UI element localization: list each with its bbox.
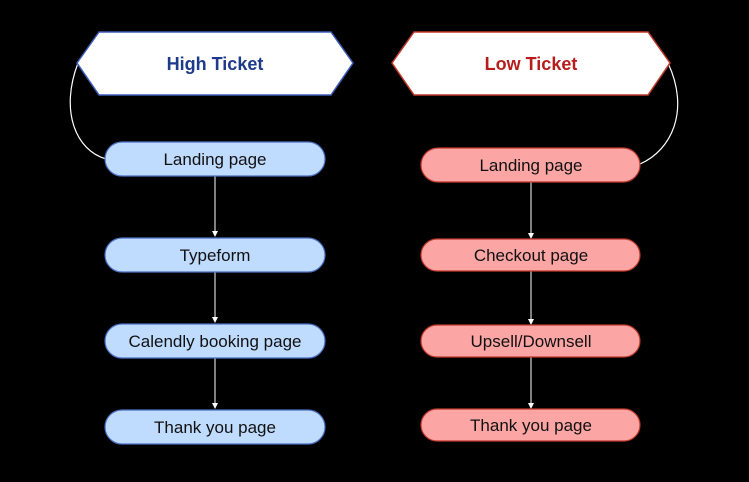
high-step-calendly-booking-page-label: Calendly booking page bbox=[129, 332, 302, 351]
high-ticket-header-shape bbox=[76, 31, 354, 96]
high-step-thank-you-page: Thank you page bbox=[104, 409, 326, 445]
low-step-upsell-downsell-label: Upsell/Downsell bbox=[471, 332, 592, 351]
low-step-landing-page-shape bbox=[420, 147, 641, 183]
low-step-checkout-page-label: Checkout page bbox=[474, 246, 588, 265]
high-step-calendly-booking-page: Calendly booking page bbox=[104, 323, 326, 359]
low-step-upsell-downsell-shape bbox=[420, 324, 641, 358]
low-header-connector bbox=[639, 62, 679, 165]
high-step-landing-page-label: Landing page bbox=[163, 150, 266, 169]
low-ticket-header-shape bbox=[391, 31, 671, 96]
low-step-landing-page: Landing page bbox=[420, 147, 641, 183]
high-step-typeform: Typeform bbox=[104, 237, 326, 273]
high-step-thank-you-page-label: Thank you page bbox=[154, 418, 276, 437]
high-step-calendly-booking-page-shape bbox=[104, 323, 326, 359]
low-step-checkout-page: Checkout page bbox=[420, 238, 641, 272]
low-step-thank-you-page-label: Thank you page bbox=[470, 416, 592, 435]
high-step-landing-page-shape bbox=[104, 141, 326, 177]
high-step-typeform-shape bbox=[104, 237, 326, 273]
high-ticket-column: High Ticket Landing page Typeform Calend… bbox=[69, 31, 354, 445]
low-ticket-header: Low Ticket bbox=[391, 31, 671, 96]
high-ticket-title: High Ticket bbox=[167, 54, 264, 74]
high-header-connector bbox=[69, 62, 107, 160]
low-step-landing-page-label: Landing page bbox=[479, 156, 582, 175]
high-step-typeform-label: Typeform bbox=[180, 246, 251, 265]
low-step-thank-you-page-shape bbox=[420, 408, 641, 442]
low-ticket-column: Low Ticket Landing page Checkout page Up… bbox=[391, 31, 679, 442]
low-step-checkout-page-shape bbox=[420, 238, 641, 272]
low-step-thank-you-page: Thank you page bbox=[420, 408, 641, 442]
high-step-thank-you-page-shape bbox=[104, 409, 326, 445]
low-ticket-title: Low Ticket bbox=[485, 54, 578, 74]
high-step-landing-page: Landing page bbox=[104, 141, 326, 177]
low-step-upsell-downsell: Upsell/Downsell bbox=[420, 324, 641, 358]
high-ticket-header: High Ticket bbox=[76, 31, 354, 96]
